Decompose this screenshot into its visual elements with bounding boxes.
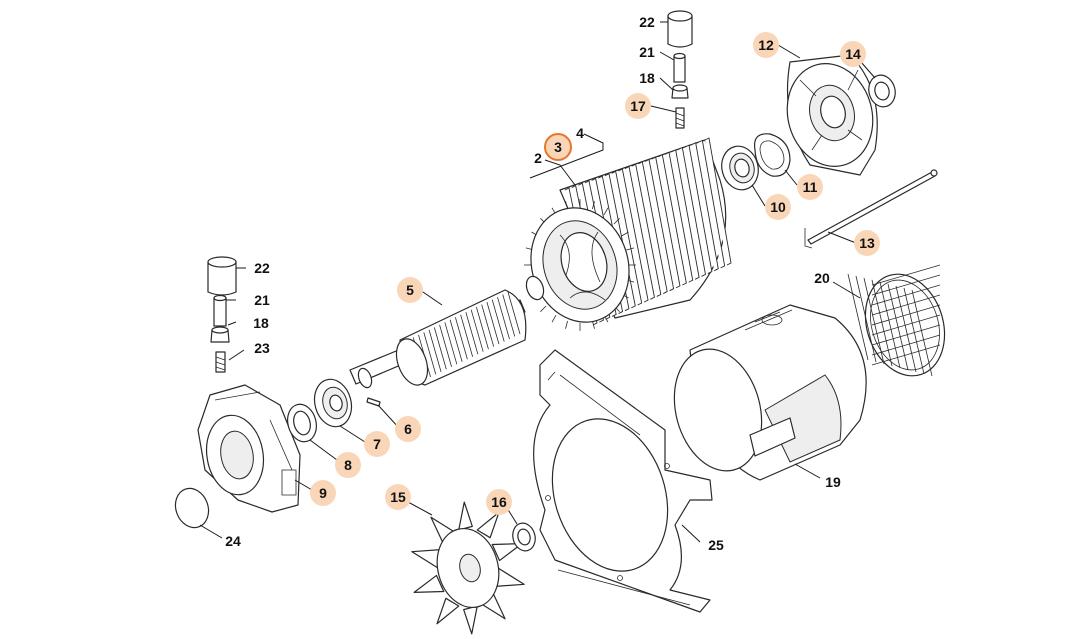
end-shield-left-9: [197, 384, 301, 513]
callout-number: 23: [254, 340, 270, 356]
callout-number: 18: [253, 315, 269, 331]
callout-22a: 22: [639, 14, 655, 30]
callout-badge: [797, 174, 823, 200]
callout-number: 14: [845, 46, 861, 62]
callout-2: 2: [534, 150, 542, 166]
callout-badge: [335, 452, 361, 478]
callout-21a: 21: [639, 44, 655, 60]
callout-number: 6: [404, 421, 412, 437]
callout-17[interactable]: 17: [625, 93, 651, 119]
bearing-14: [868, 74, 896, 108]
callout-number: 15: [390, 489, 406, 505]
callout-number: 18: [639, 70, 655, 86]
callout-badge: [364, 431, 390, 457]
callout-badge: [385, 484, 411, 510]
callout-18a: 18: [639, 70, 655, 86]
callout-badge: [544, 133, 572, 161]
callout-number: 20: [814, 270, 830, 286]
stator-housing: [524, 137, 732, 331]
callout-number: 4: [576, 125, 584, 141]
fan-cover-19: [673, 304, 867, 481]
fan-grille-20: [847, 264, 946, 377]
tie-rod-13: [804, 169, 938, 249]
callout-badge: [310, 480, 336, 506]
callout-21b: 21: [254, 292, 270, 308]
callout-9[interactable]: 9: [310, 480, 336, 506]
key-6: [366, 397, 381, 407]
callout-number: 22: [639, 14, 655, 30]
left-terminal-stack: [207, 256, 237, 373]
callout-badge: [395, 416, 421, 442]
callout-number: 24: [225, 533, 241, 549]
bearing-7: [313, 378, 353, 428]
callout-badge: [753, 32, 779, 58]
callout-badge: [625, 93, 651, 119]
callout-number: 3: [554, 139, 562, 155]
callout-number: 25: [708, 537, 724, 553]
callout-badge: [765, 194, 791, 220]
callout-number: 9: [319, 485, 327, 501]
callout-badge: [854, 230, 880, 256]
callout-number: 8: [344, 457, 352, 473]
top-terminal-stack: [667, 10, 693, 129]
callout-6[interactable]: 6: [395, 416, 421, 442]
callout-labels: 2221181712141110134325202221182367891915…: [225, 14, 880, 553]
callout-number: 21: [254, 292, 270, 308]
callout-number: 7: [373, 436, 381, 452]
callout-20: 20: [814, 270, 830, 286]
callout-11[interactable]: 11: [797, 174, 823, 200]
callout-number: 16: [491, 494, 507, 510]
bushing-16: [512, 522, 536, 552]
callout-16[interactable]: 16: [486, 489, 512, 515]
callout-number: 22: [254, 260, 270, 276]
callout-8[interactable]: 8: [335, 452, 361, 478]
callout-3[interactable]: 3: [544, 133, 572, 161]
callout-badge: [486, 489, 512, 515]
callout-22b: 22: [254, 260, 270, 276]
callout-15[interactable]: 15: [385, 484, 411, 510]
callout-25: 25: [708, 537, 724, 553]
cooling-fan-15: [411, 501, 525, 635]
callout-18b: 18: [253, 315, 269, 331]
callout-12[interactable]: 12: [753, 32, 779, 58]
o-ring-24: [174, 487, 210, 529]
callout-number: 10: [770, 199, 786, 215]
bearing-10: [721, 145, 759, 191]
wave-washer-11: [753, 133, 791, 177]
callout-number: 21: [639, 44, 655, 60]
mounting-plate-25: [533, 349, 713, 613]
seal-8: [287, 403, 317, 443]
callout-number: 11: [803, 179, 818, 195]
callout-number: 17: [630, 98, 646, 114]
rotor: [349, 275, 545, 389]
callout-24: 24: [225, 533, 241, 549]
callout-number: 12: [758, 37, 774, 53]
callout-badge: [840, 41, 866, 67]
callout-5[interactable]: 5: [397, 277, 423, 303]
callout-4: 4: [576, 125, 584, 141]
callout-13[interactable]: 13: [854, 230, 880, 256]
callout-19: 19: [825, 474, 841, 490]
callout-number: 2: [534, 150, 542, 166]
callout-number: 13: [859, 235, 875, 251]
end-shield-right: [786, 54, 878, 176]
callout-23: 23: [254, 340, 270, 356]
callout-14[interactable]: 14: [840, 41, 866, 67]
callout-number: 5: [406, 282, 414, 298]
callout-7[interactable]: 7: [364, 431, 390, 457]
callout-10[interactable]: 10: [765, 194, 791, 220]
callout-number: 19: [825, 474, 841, 490]
callout-badge: [397, 277, 423, 303]
